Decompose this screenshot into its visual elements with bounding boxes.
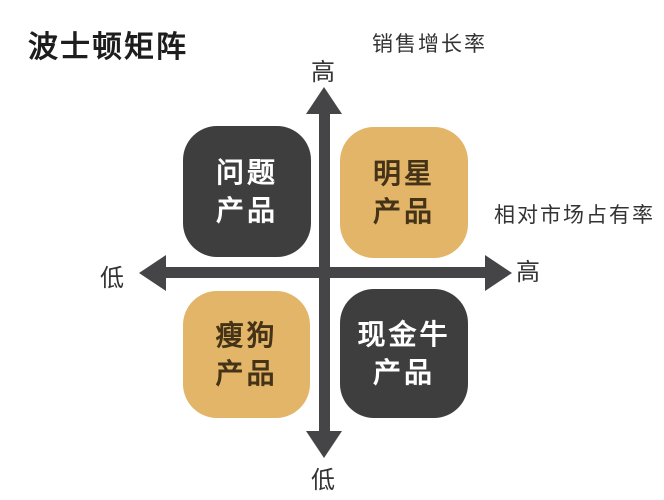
quadrant-label-line: 瘦狗 (215, 320, 278, 352)
axis-tick-high-top: 高 (311, 59, 335, 86)
quadrant-dog-products: 瘦狗 产品 (183, 291, 310, 418)
horizontal-axis-title: 相对市场占有率 (494, 204, 655, 227)
page-title: 波士顿矩阵 (28, 31, 188, 64)
quadrant-label-line: 产品 (372, 195, 435, 227)
quadrant-label-line: 产品 (372, 356, 435, 388)
axis-tick-low-bottom: 低 (311, 467, 335, 494)
quadrant-cashcow-products: 现金牛 产品 (340, 289, 468, 418)
quadrant-label-line: 明星 (372, 158, 435, 190)
quadrant-question-products: 问题 产品 (183, 126, 311, 257)
arrow-down-icon (306, 431, 342, 458)
axis-tick-high-right: 高 (516, 259, 540, 286)
quadrant-star-products: 明星 产品 (340, 127, 468, 258)
quadrant-label-line: 产品 (215, 357, 278, 389)
axis-tick-low-left: 低 (100, 265, 124, 292)
arrow-left-icon (139, 254, 166, 291)
quadrant-label-line: 产品 (215, 194, 278, 226)
vertical-axis-title: 销售增长率 (372, 33, 487, 56)
quadrant-label-line: 问题 (215, 157, 278, 189)
horizontal-axis-line (162, 267, 502, 278)
arrow-up-icon (306, 87, 342, 114)
arrow-right-icon (485, 254, 512, 291)
quadrant-label-line: 现金牛 (357, 319, 451, 351)
